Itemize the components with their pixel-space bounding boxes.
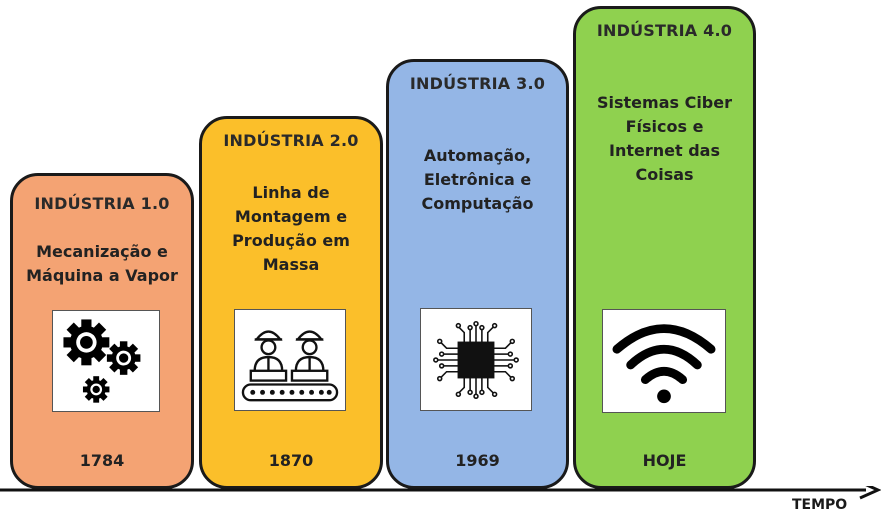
- assembly-line-workers-icon: [234, 309, 346, 411]
- stage-title: INDÚSTRIA 2.0: [223, 131, 359, 150]
- stage-card-industria-1: INDÚSTRIA 1.0 Mecanização e Máquina a Va…: [10, 173, 194, 489]
- stage-title: INDÚSTRIA 3.0: [409, 74, 546, 93]
- stage-description: Automação, Eletrônica e Computação: [421, 146, 534, 213]
- stage-card-industria-2: INDÚSTRIA 2.0 Linha de Montagem e Produç…: [199, 116, 383, 489]
- gears-icon: [52, 310, 160, 412]
- axis-label: TEMPO: [792, 497, 848, 513]
- stage-description: Linha de Montagem e Produção em Massa: [232, 183, 350, 274]
- stage-title: INDÚSTRIA 4.0: [596, 21, 733, 40]
- stage-card-industria-4: INDÚSTRIA 4.0 Sistemas Ciber Físicos e I…: [573, 6, 756, 489]
- stage-description: Sistemas Ciber Físicos e Internet das Co…: [596, 93, 732, 184]
- time-axis-arrow: [0, 486, 881, 500]
- stage-year: HOJE: [642, 451, 687, 470]
- stage-year: 1784: [79, 451, 125, 470]
- stage-title: INDÚSTRIA 1.0: [34, 194, 170, 213]
- wifi-icon: [602, 309, 726, 413]
- stage-description: Mecanização e Máquina a Vapor: [26, 242, 178, 285]
- microchip-icon: [420, 308, 532, 411]
- stage-year: 1969: [455, 451, 500, 470]
- stage-card-industria-3: INDÚSTRIA 3.0 Automação, Eletrônica e Co…: [386, 59, 569, 489]
- stage-year: 1870: [268, 451, 314, 470]
